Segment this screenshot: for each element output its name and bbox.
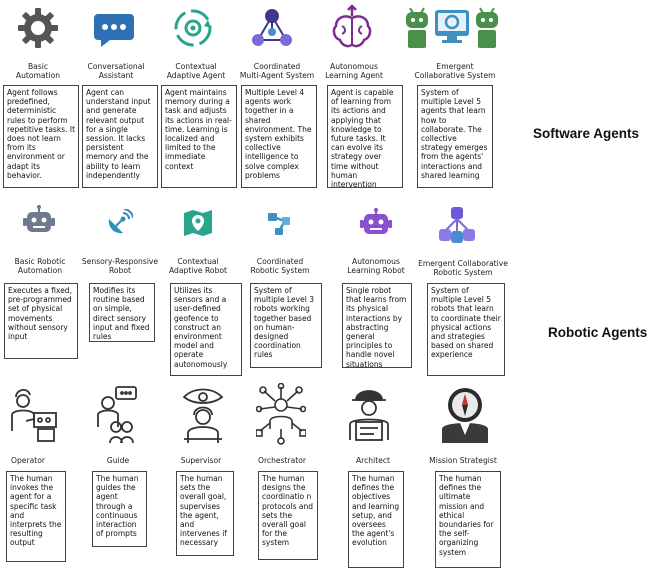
card-title: Basic Automation	[15, 62, 61, 80]
card-title: Architect	[355, 456, 391, 465]
supervisor-icon	[180, 387, 226, 445]
description-box: Multiple Level 4 agents work together in…	[241, 85, 317, 188]
card-title: Contextual Adaptive Agent	[166, 62, 226, 80]
description-box: The human guides the agent through a con…	[92, 471, 147, 547]
guide-icon	[94, 385, 140, 445]
description-box: Modifies its routine based on simple, di…	[89, 283, 155, 342]
robot-head-icon	[22, 204, 56, 238]
gear-icon	[16, 6, 60, 50]
description-box: The human defines the objectives and lea…	[348, 471, 404, 568]
card-title: Guide	[106, 456, 130, 465]
description-box: Agent maintains memory during a task and…	[161, 85, 237, 188]
robots-group-icon	[402, 4, 502, 52]
card-title: Basic Robotic Automation	[14, 257, 66, 275]
description-box: Utilizes its sensors and a user-defined …	[170, 283, 242, 376]
operator-icon	[8, 383, 62, 445]
description-box: The human designs the coordinatio n prot…	[258, 471, 318, 560]
architect-icon	[344, 382, 394, 445]
map-pin-icon	[182, 207, 214, 239]
card-title: Sensory-Responsive Robot	[81, 257, 159, 275]
card-title: Emergent Collaborative Robotic System	[418, 259, 508, 277]
compass-person-icon	[440, 383, 490, 443]
description-box: System of multiple Level 3 robots workin…	[250, 283, 322, 368]
description-box: The human invokes the agent for a specif…	[6, 471, 66, 562]
card-title: Coordinated Multi-Agent System	[239, 62, 315, 80]
card-title: Autonomous Learning Agent	[325, 62, 383, 80]
card-title: Contextual Adaptive Robot	[168, 257, 228, 275]
description-box: The human defines the ultimate mission a…	[435, 471, 501, 568]
description-box: System of multiple Level 5 robots that l…	[427, 283, 505, 376]
card-title: Supervisor	[180, 456, 222, 465]
smart-robot-icon	[360, 207, 392, 239]
card-title: Orchestrator	[257, 456, 307, 465]
card-title: Conversational Assistant	[87, 62, 145, 80]
card-title: Operator	[11, 456, 45, 465]
row-label-software-agents: Software Agents	[533, 126, 640, 141]
connected-nodes-icon	[263, 207, 295, 239]
orchestrator-icon	[256, 383, 306, 445]
description-box: The human sets the overall goal, supervi…	[176, 471, 234, 556]
row-label-robotic-agents: Robotic Agents	[548, 325, 648, 340]
card-title: Mission Strategist	[429, 456, 497, 465]
card-title: Autonomous Learning Robot	[347, 257, 405, 275]
brain-icon	[330, 4, 374, 50]
card-title: Coordinated Robotic System	[250, 257, 310, 275]
description-box: Agent is capable of learning from its ac…	[327, 85, 403, 188]
adaptive-cycle-icon	[171, 6, 215, 50]
description-box: System of multiple Level 5 agents that l…	[417, 85, 493, 188]
description-box: Agent can understand input and generate …	[82, 85, 158, 188]
description-box: Agent follows predefined, deterministic …	[3, 85, 79, 188]
network-nodes-icon	[250, 6, 294, 50]
description-box: Single robot that learns from its physic…	[342, 283, 412, 368]
robot-hierarchy-icon	[437, 205, 477, 245]
description-box: Executes a fixed, pre-programmed set of …	[4, 283, 78, 359]
satellite-dish-icon	[105, 209, 133, 237]
chat-bubble-icon	[92, 10, 136, 50]
card-title: Emergent Collaborative System	[414, 62, 496, 80]
